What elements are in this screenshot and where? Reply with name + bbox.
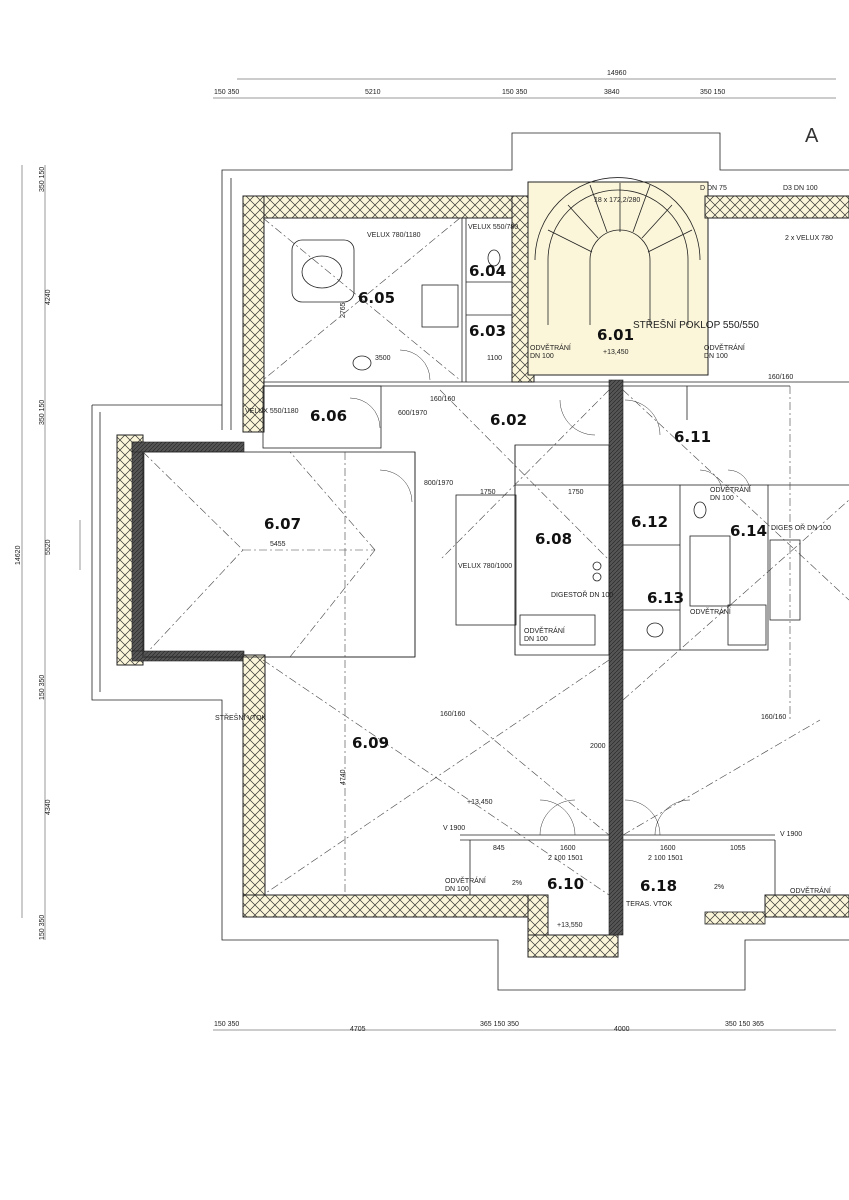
room-6-03: 6.03 xyxy=(469,322,506,340)
dim-bot-c: 365 150 350 xyxy=(480,1021,519,1028)
room-6-08: 6.08 xyxy=(535,530,572,548)
vent-label-7: ODVĚTRÁNÍ xyxy=(690,607,731,616)
dim-5455: 5455 xyxy=(270,541,286,548)
dim-3500: 3500 xyxy=(375,355,391,362)
door-swings xyxy=(349,349,751,836)
level-label-2: +13,450 xyxy=(467,799,493,806)
opening-label-3: 160/160 xyxy=(440,711,465,718)
stair-label: 18 x 172,2/280 xyxy=(594,197,640,204)
velux-label-3: VELUX 550/1180 xyxy=(245,408,299,415)
roof-drain-label: STŘEŠNÍ VTOK xyxy=(215,713,267,722)
dim-left-d: 5520 xyxy=(45,539,52,555)
drain-dn75-label: D DN 75 xyxy=(700,185,727,192)
dim-2000: 2000 xyxy=(590,743,606,750)
room-6-13: 6.13 xyxy=(647,589,684,607)
dim-bot-a: 150 350 xyxy=(214,1021,239,1028)
dim-top-c: 150 350 xyxy=(502,89,527,96)
dim-top-b: 5210 xyxy=(365,89,381,96)
vent-label-2: ODVĚTRÁNÍ xyxy=(704,343,745,352)
dim-left-e: 150 350 xyxy=(39,675,46,700)
room-6-11: 6.11 xyxy=(674,428,711,446)
velux-label-5: 2 x VELUX 780 xyxy=(785,235,833,242)
dim-bot-b: 4705 xyxy=(350,1026,366,1033)
roof-outline xyxy=(91,132,849,991)
left-dims: 350 150 4240 350 150 5520 150 350 4340 1… xyxy=(15,167,52,940)
room-6-07: 6.07 xyxy=(264,515,301,533)
room-6-01: 6.01 xyxy=(597,326,634,344)
fixtures xyxy=(291,239,801,646)
vent-label-3: ODVĚTRÁNÍ xyxy=(524,626,565,635)
roof-diagonals xyxy=(142,217,849,896)
dimension-lines xyxy=(21,78,836,1031)
dim-845: 845 xyxy=(493,845,505,852)
room-6-14: 6.14 xyxy=(730,522,767,540)
vent-height-2: V 1900 xyxy=(780,831,802,838)
roof-hatch-label: STŘEŠNÍ POKLOP 550/550 xyxy=(633,318,759,331)
dim-1600-a: 1600 xyxy=(560,845,576,852)
walls xyxy=(116,181,849,958)
door-label-3: 2 100 1501 xyxy=(548,855,583,862)
dim-1750-b: 1750 xyxy=(568,489,584,496)
dim-left-g: 150 350 xyxy=(39,915,46,940)
vent-label-4: ODVĚTRÁNÍ xyxy=(445,876,486,885)
dim-1100: 1100 xyxy=(487,355,502,362)
room-6-05: 6.05 xyxy=(358,289,395,307)
dim-left-b: 4240 xyxy=(45,289,52,305)
velux-label-1: VELUX 780/1180 xyxy=(367,232,421,239)
velux-label-2: VELUX 550/780 xyxy=(468,224,518,231)
room-6-04: 6.04 xyxy=(469,262,506,280)
drain-d3-label: D3 DN 100 xyxy=(783,185,818,192)
room-6-12: 6.12 xyxy=(631,513,668,531)
door-label-2: 800/1970 xyxy=(424,480,453,487)
partitions xyxy=(142,218,849,895)
dim-left-f: 4340 xyxy=(45,799,52,815)
vent-label-4-dn: DN 100 xyxy=(445,886,469,893)
vent-label-1-dn: DN 100 xyxy=(530,353,554,360)
dim-1750-a: 1750 xyxy=(480,489,496,496)
dim-4740: 4740 xyxy=(340,769,347,785)
vent-height-1: V 1900 xyxy=(443,825,465,832)
corner-letter: A xyxy=(805,125,819,147)
room-6-02: 6.02 xyxy=(490,411,527,429)
dim-1055: 1055 xyxy=(730,845,746,852)
vent-label-2-dn: DN 100 xyxy=(704,353,728,360)
level-label-1: +13,450 xyxy=(603,349,629,356)
door-label-4: 2 100 1501 xyxy=(648,855,683,862)
room-6-09: 6.09 xyxy=(352,734,389,752)
velux-label-4: VELUX 780/1000 xyxy=(458,563,512,570)
dim-top-a: 150 350 xyxy=(214,89,239,96)
dim-top-total: 14960 xyxy=(607,70,627,77)
room-6-18: 6.18 xyxy=(640,877,677,895)
terrace-drain-label: TERAS. VTOK xyxy=(626,901,672,908)
slope-label-2: 2% xyxy=(714,884,724,891)
level-label-3: +13,550 xyxy=(557,922,583,929)
slope-label-1: 2% xyxy=(512,880,522,887)
dim-bot-d: 4000 xyxy=(614,1026,630,1033)
digestor-label: DIGESTOŘ DN 100 xyxy=(551,590,613,599)
dim-left-c: 350 150 xyxy=(39,400,46,425)
dim-top-e: 350 150 xyxy=(700,89,725,96)
opening-label-4: 160/160 xyxy=(761,714,786,721)
digestor-label-2: DIGES OŘ DN 100 xyxy=(771,523,831,532)
dim-1600-b: 1600 xyxy=(660,845,676,852)
staircase xyxy=(534,177,701,325)
opening-label-1: 160/160 xyxy=(430,396,455,403)
room-6-10: 6.10 xyxy=(547,875,584,893)
dim-bot-e: 350 150 365 xyxy=(725,1021,764,1028)
dim-2765: 2765 xyxy=(340,302,347,318)
vent-label-5: ODVĚTRÁNÍ xyxy=(790,886,831,895)
vent-label-6: ODVĚTRÁNÍ xyxy=(710,485,751,494)
vent-label-3-dn: DN 100 xyxy=(524,636,548,643)
door-label-1: 600/1970 xyxy=(398,410,427,417)
opening-label-2: 160/160 xyxy=(768,374,793,381)
dim-top-d: 3840 xyxy=(604,89,620,96)
dim-left-total: 14620 xyxy=(15,545,22,565)
room-6-06: 6.06 xyxy=(310,407,347,425)
dim-left-a: 350 150 xyxy=(39,167,46,192)
vent-label-1: ODVĚTRÁNÍ xyxy=(530,343,571,352)
vent-label-6-dn: DN 100 xyxy=(710,495,734,502)
